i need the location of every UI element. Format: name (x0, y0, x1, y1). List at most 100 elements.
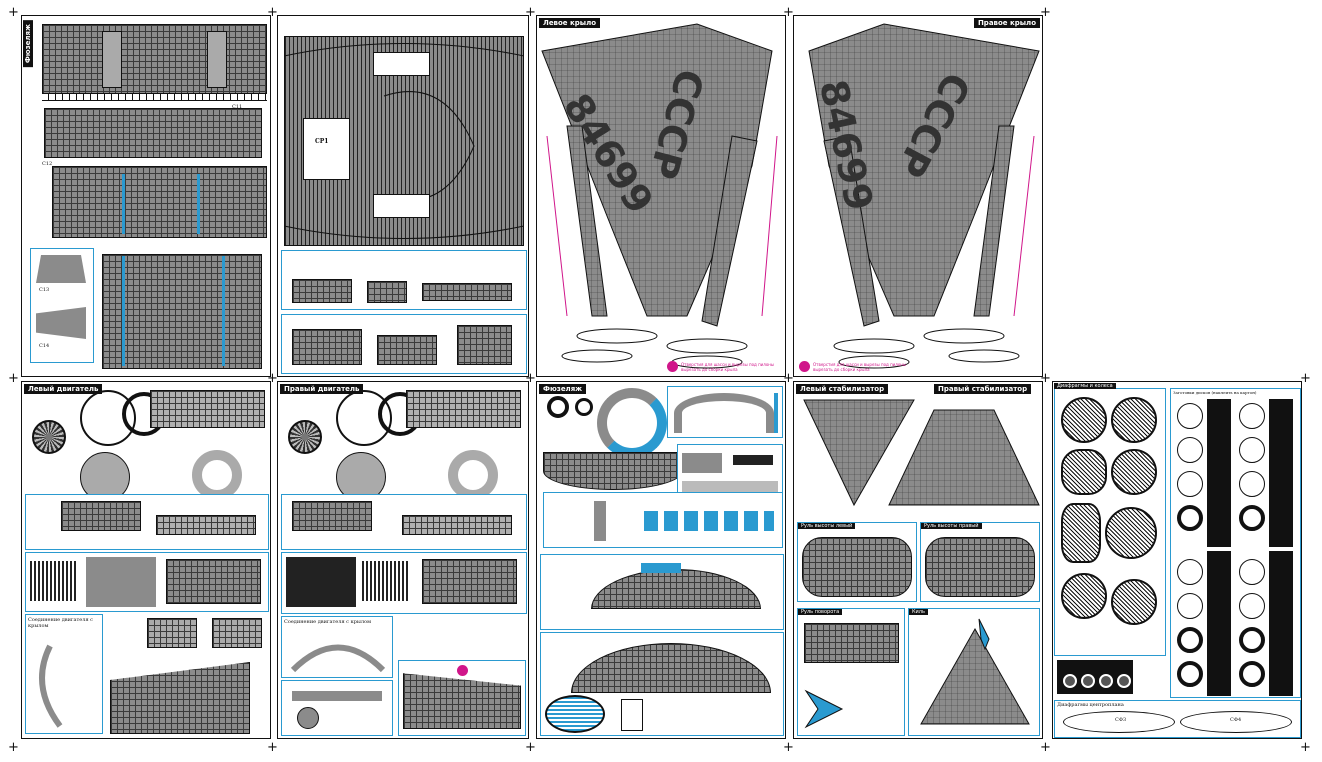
sheet-center-section: СР1 (277, 15, 529, 377)
blue-stripe (197, 174, 200, 234)
sheet-fuselage-parts: Фюзеляж (536, 381, 786, 739)
sheet-title: Правое крыло (973, 18, 1040, 28)
crop-mark: + (1300, 740, 1311, 755)
crop-mark: + (525, 740, 536, 755)
ring-part (674, 393, 774, 433)
crop-mark: + (267, 5, 278, 20)
wheel-icon (1099, 674, 1113, 688)
disc-blank (1177, 403, 1203, 429)
inset-diaphragms (1054, 388, 1166, 656)
blade-part (86, 557, 156, 607)
warning-icon (799, 361, 810, 372)
connection-part (292, 501, 372, 531)
nacelle-ring (192, 450, 242, 500)
chevron-icon (804, 689, 844, 729)
window-strip (207, 31, 227, 88)
diaphragm-disc (1061, 573, 1107, 619)
label-c13: C13 (39, 287, 50, 293)
black-strip (1207, 399, 1231, 547)
blue-oval (545, 695, 605, 733)
fairing-part (367, 281, 407, 303)
joining-bracket (39, 644, 63, 728)
diaphragm-disc (1111, 397, 1157, 443)
engine-side-panel (212, 618, 262, 648)
sheet-right-engine: Правый двигатель Соединение двигателя с … (277, 381, 529, 739)
black-strip (1269, 399, 1293, 547)
warning-icon (667, 361, 678, 372)
part-c13 (36, 255, 86, 283)
inset-nozzle-skin (398, 660, 526, 736)
disc-strip-title: Заготовки дисков (наклеить на картон) (1173, 390, 1257, 395)
label-sp1: СР1 (315, 138, 329, 145)
inset-bottom (540, 632, 784, 736)
elevator-right-title: Руль высоты правый (921, 523, 982, 529)
nozzle-disc (297, 707, 319, 729)
gear-part (594, 501, 606, 541)
window-strip (102, 31, 122, 88)
crop-mark: + (525, 5, 536, 20)
right-wing-skin (808, 23, 1040, 369)
engine-side-panel (147, 618, 197, 648)
joining-title: Соединение двигателя с крылом (28, 617, 93, 629)
connection-part (61, 501, 141, 531)
fuselage-panel-c6 (102, 254, 262, 369)
comb-part (30, 561, 76, 601)
label-c11: C11 (232, 104, 243, 110)
engine-nacelle-top (150, 390, 265, 428)
black-strip (1269, 551, 1293, 696)
diaphragm-disc (1105, 507, 1157, 559)
crop-mark: + (1040, 5, 1051, 20)
crop-mark: + (8, 740, 19, 755)
arc-strip (591, 569, 761, 609)
diaphragm-disc (1111, 579, 1157, 625)
inset-center-ribs: Диафрагмы центроплана СФ3 СФ4 (1054, 700, 1301, 738)
fin-title: Киль (909, 609, 928, 615)
window-part (733, 455, 773, 465)
inset-arc-strip (540, 554, 784, 630)
connection-part (156, 515, 256, 535)
nacelle-disc (80, 452, 130, 502)
disc-blank (1177, 593, 1203, 619)
fin-skin (920, 618, 1030, 725)
sheet-right-wing: Правое крыло 84699 СССР Отверстия для ша… (793, 15, 1043, 377)
panel-right-fairings (281, 314, 527, 374)
fairing-part (377, 335, 437, 365)
nozzle-strip (292, 691, 382, 701)
wheel-plate (1057, 660, 1133, 694)
frame-ring-blue (597, 388, 667, 458)
sheet-title: Фюзеляж (23, 20, 33, 68)
inset-top-ring (667, 386, 783, 438)
frame-ring (575, 398, 593, 416)
connection-part (402, 515, 512, 535)
black-strip (1207, 551, 1231, 696)
label-c12: C12 (42, 161, 53, 167)
sheet-title-right: Правый стабилизатор (934, 384, 1032, 394)
crop-mark: + (783, 740, 794, 755)
frame-part (621, 699, 643, 731)
wheel-disc (1177, 627, 1203, 653)
wheel-icon (1063, 674, 1077, 688)
inset-rudder: Руль поворота (797, 608, 905, 736)
engine-fan (288, 420, 322, 454)
glue-tabs (42, 94, 267, 101)
fairing-part (292, 279, 352, 303)
left-wing-skin (541, 23, 778, 369)
wheel-disc (1239, 505, 1265, 531)
crop-mark: + (1040, 371, 1051, 386)
part-c14 (36, 307, 86, 339)
crop-mark: + (8, 5, 19, 20)
disc-blank (1177, 559, 1203, 585)
fairing-part (166, 559, 261, 604)
engine-nozzle-skin (110, 662, 250, 734)
fairing-part (292, 329, 362, 365)
window-part (682, 453, 722, 473)
blue-stripe (122, 256, 125, 366)
crop-mark: + (525, 371, 536, 386)
elevator-skin (802, 537, 912, 597)
label-c14: C14 (39, 343, 50, 349)
frame-ring (547, 396, 569, 418)
fairing-part (422, 559, 517, 604)
disc-blank (1239, 437, 1265, 463)
blue-accent (641, 563, 681, 573)
engine-fan (32, 420, 66, 454)
